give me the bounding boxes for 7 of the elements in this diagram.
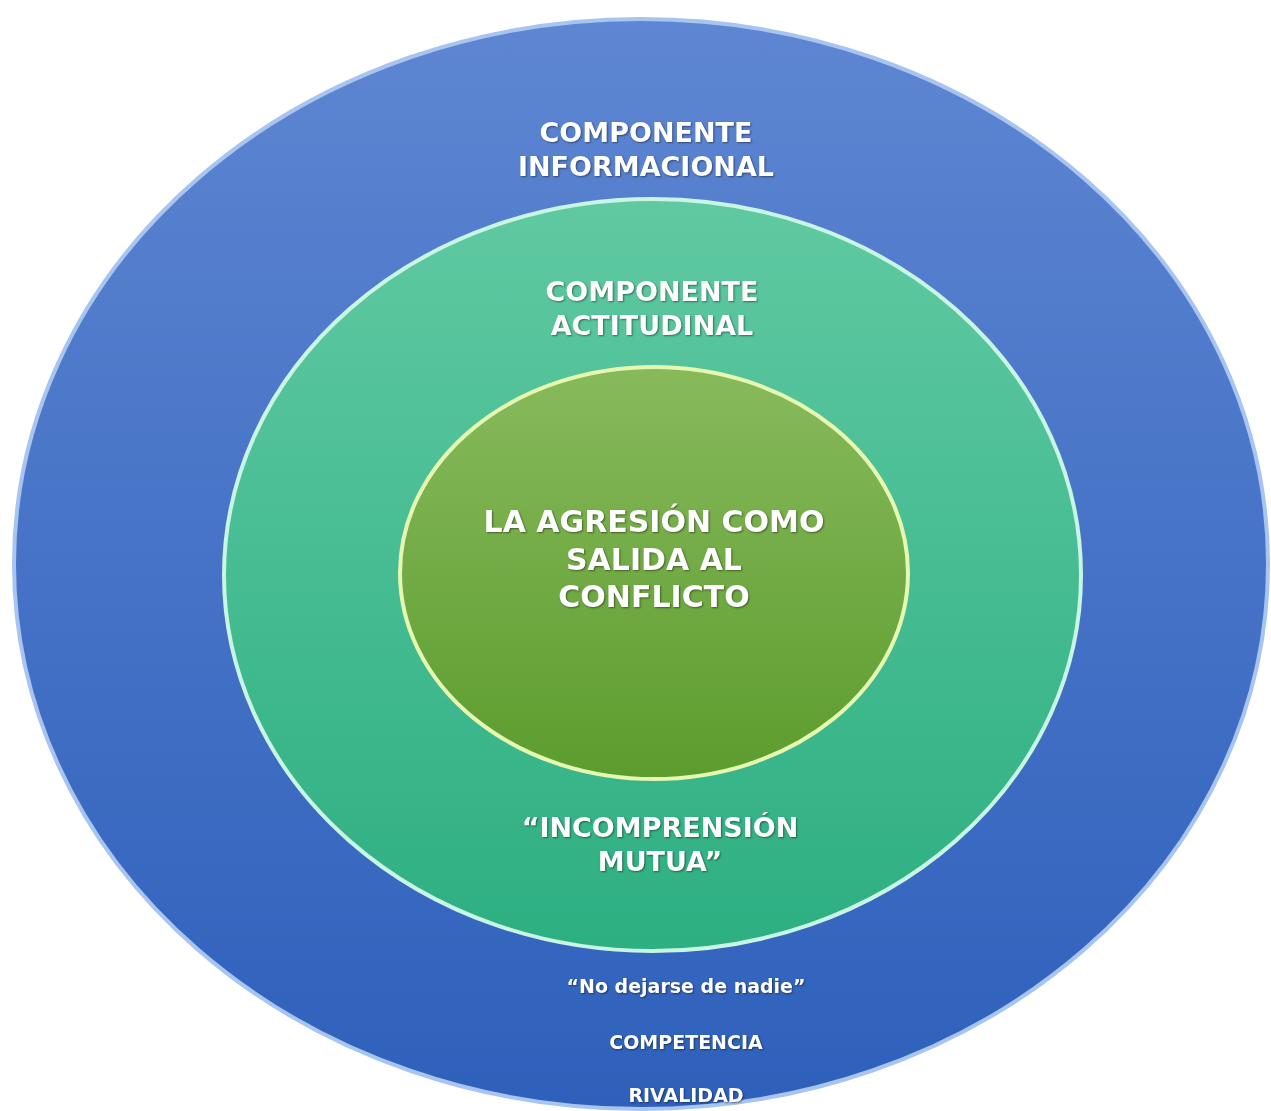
ring-label: “INCOMPRENSIÓN MUTUA” xyxy=(520,811,800,879)
ring-label: RIVALIDAD xyxy=(627,1084,745,1108)
center-label: LA AGRESIÓN COMO SALIDA AL CONFLICTO xyxy=(482,503,826,616)
ring-label: “No dejarse de nadie” xyxy=(565,975,807,999)
ring-label: COMPETENCIA xyxy=(608,1031,764,1055)
ring-label: COMPONENTE ACTITUDINAL xyxy=(544,275,760,343)
ring-label: COMPONENTE INFORMACIONAL xyxy=(516,116,776,184)
